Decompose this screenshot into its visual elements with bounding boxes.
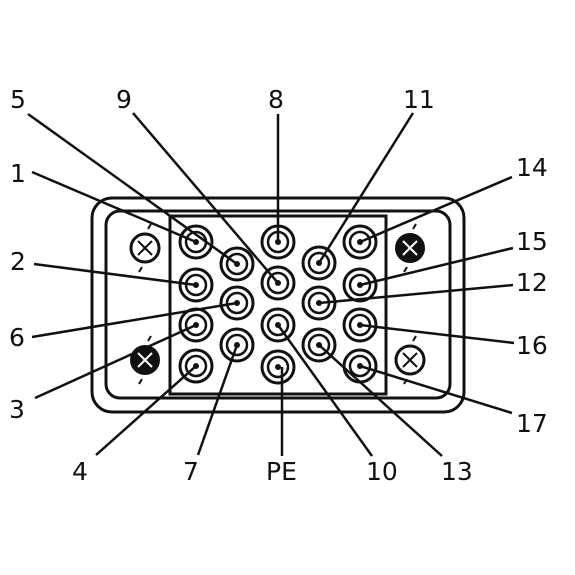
pin-label-9: 9 <box>116 85 132 114</box>
pin-label-15: 15 <box>516 227 548 256</box>
pin-label-4: 4 <box>72 457 88 486</box>
pin-label-12: 12 <box>516 268 548 297</box>
pin-label-14: 14 <box>516 153 548 182</box>
screw-filled-bottom-left-icon <box>130 335 160 385</box>
pin-label-8: 8 <box>268 85 284 114</box>
leader-line-9 <box>132 112 279 284</box>
leader-line-6 <box>31 301 238 339</box>
leader-line-3 <box>34 323 197 400</box>
screw-bottom-right-icon <box>394 335 426 385</box>
pin-labels: 1 2 3 4 5 6 7 8 9 10 11 12 13 14 15 16 1… <box>9 85 548 486</box>
leader-line-15 <box>359 246 514 287</box>
leader-line-10 <box>276 324 374 457</box>
leader-line-13 <box>318 344 443 457</box>
contact-pin-pe <box>260 349 296 385</box>
leader-line-14 <box>359 175 513 244</box>
pin-label-11: 11 <box>403 85 435 114</box>
leader-line-16 <box>359 323 515 345</box>
leader-line-7 <box>196 344 239 456</box>
leader-line-17 <box>359 364 513 415</box>
leader-line-11 <box>317 112 415 264</box>
pin-label-2: 2 <box>10 247 26 276</box>
pin-label-7: 7 <box>183 457 199 486</box>
leader-line-2 <box>33 262 197 287</box>
pin-label-1: 1 <box>10 159 26 188</box>
leader-lines <box>27 112 515 457</box>
pin-label-13: 13 <box>441 457 473 486</box>
screw-filled-top-right-icon <box>395 223 425 273</box>
leader-line-1 <box>31 170 197 244</box>
pin-label-17: 17 <box>516 409 548 438</box>
pin-label-5: 5 <box>10 85 26 114</box>
pin-label-3: 3 <box>9 395 25 424</box>
pin-label-16: 16 <box>516 331 548 360</box>
pin-label-10: 10 <box>366 457 398 486</box>
leader-line-5 <box>27 112 238 266</box>
pin-label-6: 6 <box>9 323 25 352</box>
leader-line-12 <box>318 283 514 305</box>
leader-line-4 <box>95 365 197 456</box>
pin-label-pe: PE <box>266 457 297 486</box>
screw-top-left-icon <box>129 223 161 273</box>
